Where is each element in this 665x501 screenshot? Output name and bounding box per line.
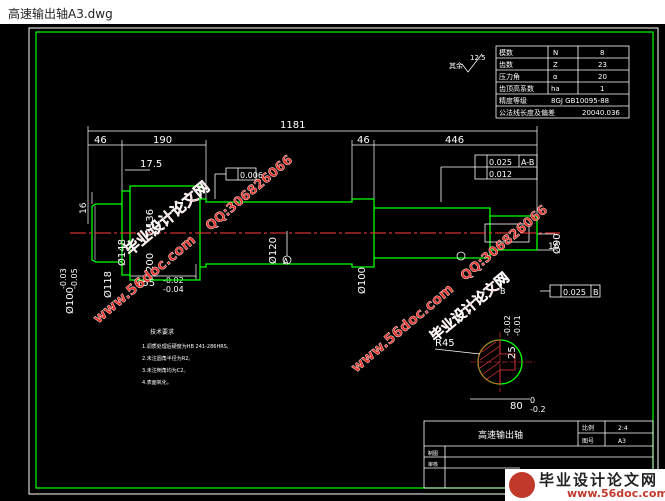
datum-markers <box>282 231 466 265</box>
tol-0006: 0.006 <box>240 171 263 180</box>
dim-16b: 16 <box>548 242 560 252</box>
footer-brand: 毕业设计论文网 <box>539 471 659 489</box>
watermark-brand: 毕业设计论文网 <box>121 178 213 259</box>
dim-phi118: Ø118 <box>102 271 114 298</box>
tol-80a: 0 <box>530 396 535 405</box>
tol-b-datum: B <box>593 288 599 297</box>
table-cell: 公法线长度及偏差 <box>499 108 555 117</box>
title-sheet-value: A3 <box>618 438 626 445</box>
dim-phi120: Ø120 <box>267 237 279 264</box>
table-cell: α <box>553 73 558 81</box>
footer-logo: 毕业设计论文网 www.56doc.com <box>505 469 665 501</box>
watermark-qq: QQ:306826066 <box>203 153 296 234</box>
table-cell: ha <box>551 85 560 93</box>
dim-190: 190 <box>153 135 172 146</box>
title-scale-value: 2:4 <box>618 425 628 432</box>
tolerance-frames <box>214 154 601 298</box>
tol-25b: -0.01 <box>513 315 522 336</box>
dim-16a: 16 <box>79 202 89 214</box>
tol-155b: -0.04 <box>163 285 184 294</box>
dim-46a: 46 <box>94 135 107 146</box>
note-line: 4.表面氧化。 <box>142 379 172 386</box>
svg-text:12.5: 12.5 <box>470 54 486 62</box>
table-cell: 1 <box>600 85 604 93</box>
gear-parameter-table <box>495 45 630 119</box>
dim-80: 80 <box>510 401 523 412</box>
dim-200: 200 <box>145 253 156 272</box>
logo-icon <box>509 472 535 498</box>
dim-1181: 1181 <box>280 120 305 131</box>
dim-r45: R45 <box>435 338 455 349</box>
svg-text:其余: 其余 <box>449 61 463 70</box>
dim-446: 446 <box>445 135 464 146</box>
table-cell: Z <box>553 61 558 69</box>
table-cell: 齿顶高系数 <box>499 84 534 93</box>
roughness-symbol: 其余 12.5 <box>449 53 486 73</box>
title-sheet-label: 图号 <box>582 438 594 445</box>
tol-0025-ab-value: 0.025 <box>489 158 512 167</box>
tol-0025-b: 0.025 <box>563 288 586 297</box>
tol-80b: -0.2 <box>530 405 546 414</box>
cross-section-view <box>434 332 535 400</box>
window-titlebar: 高速输出轴A3.dwg <box>0 0 665 25</box>
inner-frame <box>35 31 654 489</box>
datum-b-label: B <box>500 287 506 296</box>
table-cell: 8GJ GB10095-88 <box>551 97 609 105</box>
window-title: 高速输出轴A3.dwg <box>8 7 113 21</box>
tol-25a: -0.02 <box>503 315 512 336</box>
tol-0012: 0.012 <box>489 170 512 179</box>
table-cell: 齿数 <box>499 60 513 69</box>
table-cell: 精度等级 <box>499 96 527 105</box>
table-cell: 模数 <box>499 48 513 57</box>
dim-17-5: 17.5 <box>140 159 162 170</box>
dim-155: 155 <box>136 278 155 289</box>
footer-site: www.56doc.com <box>567 487 665 500</box>
table-cell: 压力角 <box>499 72 520 81</box>
table-cell: 20040.036 <box>582 109 620 117</box>
title-scale-label: 比例 <box>582 424 594 432</box>
title-checker-label: 审核 <box>428 461 438 468</box>
title-part-name: 高速输出轴 <box>478 429 523 441</box>
table-cell: N <box>553 49 558 57</box>
outer-frame <box>28 27 659 495</box>
table-cell: 20 <box>598 73 607 81</box>
tol-100b: -0.05 <box>70 268 79 289</box>
dim-phi100b: Ø100 <box>356 267 368 294</box>
note-line: 2.未注圆角半径为R2。 <box>142 355 193 362</box>
dim-46b: 46 <box>357 135 370 146</box>
note-line: 3.未注倒角均为C2。 <box>142 367 188 374</box>
dim-phi100a: Ø100 <box>64 287 76 314</box>
notes-title: 技术要求 <box>150 328 174 336</box>
drawing-canvas[interactable]: 模数 N 8 齿数 Z 23 压力角 α 20 齿顶高系数 ha 1 精度等级 … <box>0 24 665 501</box>
dim-25: 25 <box>507 346 518 359</box>
dim-phi136: Ø136 <box>144 209 156 236</box>
table-cell: 8 <box>600 49 604 57</box>
title-designer-label: 制图 <box>428 450 438 457</box>
dim-phi90: Ø90 <box>551 233 563 254</box>
table-cell: 23 <box>598 61 607 69</box>
tol-100a: -0.03 <box>59 268 68 289</box>
tol-ab-datum: A-B <box>521 158 534 167</box>
cad-drawing: 模数 N 8 齿数 Z 23 压力角 α 20 齿顶高系数 ha 1 精度等级 … <box>28 27 659 495</box>
note-line: 1.调质处理后硬度为HB 241-286HRS, <box>142 343 229 350</box>
datum-a-label: A <box>283 257 289 266</box>
dim-phi148: Ø148 <box>116 239 128 266</box>
